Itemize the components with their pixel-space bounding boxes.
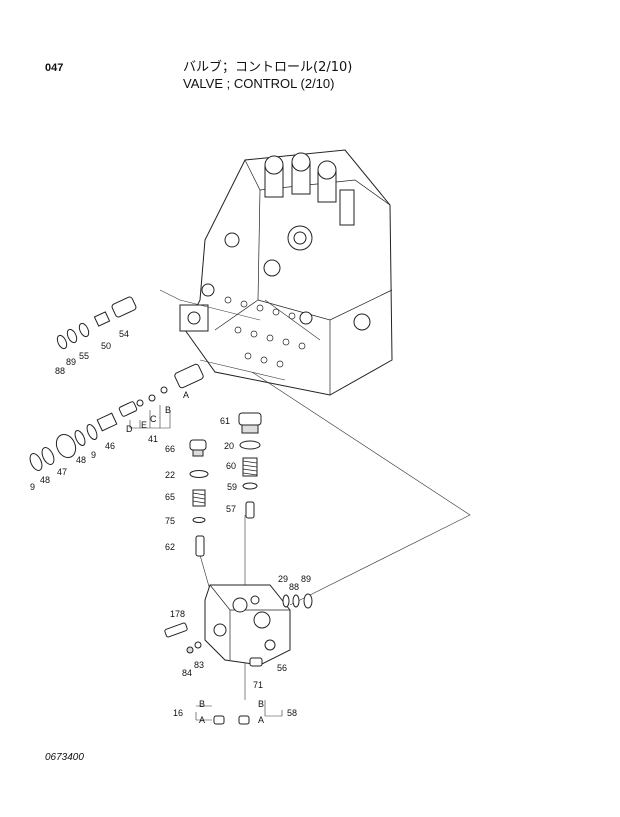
- plug-58: [238, 715, 250, 725]
- o-ring-22: [189, 470, 209, 478]
- ring-83: [194, 641, 202, 649]
- ring-55: [78, 322, 90, 338]
- ring-88: [56, 334, 68, 350]
- relief-stack-left: [189, 439, 209, 557]
- callout-88: 88: [55, 366, 65, 376]
- cap-47: [55, 433, 77, 459]
- callout-83: 83: [194, 660, 204, 670]
- callout-89: 89: [66, 357, 76, 367]
- spring-60: [242, 457, 258, 477]
- left-upper-parts: [56, 296, 137, 350]
- callout-61: 61: [220, 416, 230, 426]
- callout-labels: 61 20 60 59 57 66 22 65 75 62 54 50 55 8…: [30, 329, 311, 725]
- plug-16: [213, 715, 225, 725]
- bottom-plugs: [195, 700, 283, 725]
- o-ring-20: [239, 440, 261, 450]
- spring-50: [93, 311, 111, 327]
- callout-B-lower-right: B: [258, 699, 264, 709]
- callout-41: 41: [148, 434, 158, 444]
- callout-29: 29: [278, 574, 288, 584]
- callout-54: 54: [119, 329, 129, 339]
- callout-55: 55: [79, 351, 89, 361]
- callout-66: 66: [165, 444, 175, 454]
- ring-48a: [74, 430, 86, 446]
- callout-C: C: [150, 414, 157, 424]
- callout-71: 71: [253, 680, 263, 690]
- spring-46: [96, 412, 118, 432]
- ring-89: [66, 328, 78, 344]
- callout-62: 62: [165, 542, 175, 552]
- callout-48: 48: [76, 455, 86, 465]
- callout-B: B: [165, 405, 171, 415]
- callout-A-lower-left: A: [199, 715, 205, 725]
- callout-A: A: [183, 390, 189, 400]
- callout-84: 84: [182, 668, 192, 678]
- ring-48b: [41, 447, 55, 465]
- ring-9a: [86, 424, 98, 440]
- callout-E: E: [141, 420, 147, 430]
- spool-57: [245, 501, 255, 519]
- page-number: 047: [45, 62, 64, 74]
- callout-88-b: 88: [289, 582, 299, 592]
- o-ring-75: [192, 517, 206, 523]
- callout-178: 178: [170, 609, 185, 619]
- callout-58: 58: [287, 708, 297, 718]
- plug-71: [249, 657, 263, 667]
- relief-stack-right: [238, 412, 262, 519]
- callout-9-b: 9: [30, 482, 35, 492]
- sleeve-54: [111, 296, 137, 318]
- callout-89-b: 89: [301, 574, 311, 584]
- spool-62: [195, 535, 205, 557]
- bolt-178: [164, 622, 188, 638]
- title-english: VALVE ; CONTROL (2/10): [183, 76, 335, 91]
- spring-65: [192, 489, 206, 507]
- callout-75: 75: [165, 516, 175, 526]
- control-valve-assembly: [179, 149, 393, 396]
- callout-56: 56: [277, 663, 287, 673]
- lower-valve-body: [164, 584, 313, 667]
- callout-60: 60: [226, 461, 236, 471]
- callout-D: D: [126, 424, 133, 434]
- ring-9b: [29, 453, 43, 471]
- callout-20: 20: [224, 441, 234, 451]
- callout-B-lower-left: B: [199, 699, 205, 709]
- left-middle-parts: [29, 363, 204, 471]
- callout-47: 47: [57, 467, 67, 477]
- plug-66: [189, 439, 207, 451]
- callout-9: 9: [91, 450, 96, 460]
- callout-57: 57: [226, 504, 236, 514]
- callout-59: 59: [227, 482, 237, 492]
- cartridge-A: [174, 363, 204, 389]
- drawing-code: 0673400: [45, 752, 84, 763]
- callout-65: 65: [165, 492, 175, 502]
- o-ring-59: [242, 482, 258, 490]
- plug-61: [238, 412, 262, 426]
- callout-48-b: 48: [40, 475, 50, 485]
- title-japanese: バルブ；コントロール(2/10): [183, 60, 353, 75]
- callout-16: 16: [173, 708, 183, 718]
- plug-84: [186, 646, 194, 654]
- callout-46: 46: [105, 441, 115, 451]
- callout-22: 22: [165, 470, 175, 480]
- callout-50: 50: [101, 341, 111, 351]
- callout-A-lower-right: A: [258, 715, 264, 725]
